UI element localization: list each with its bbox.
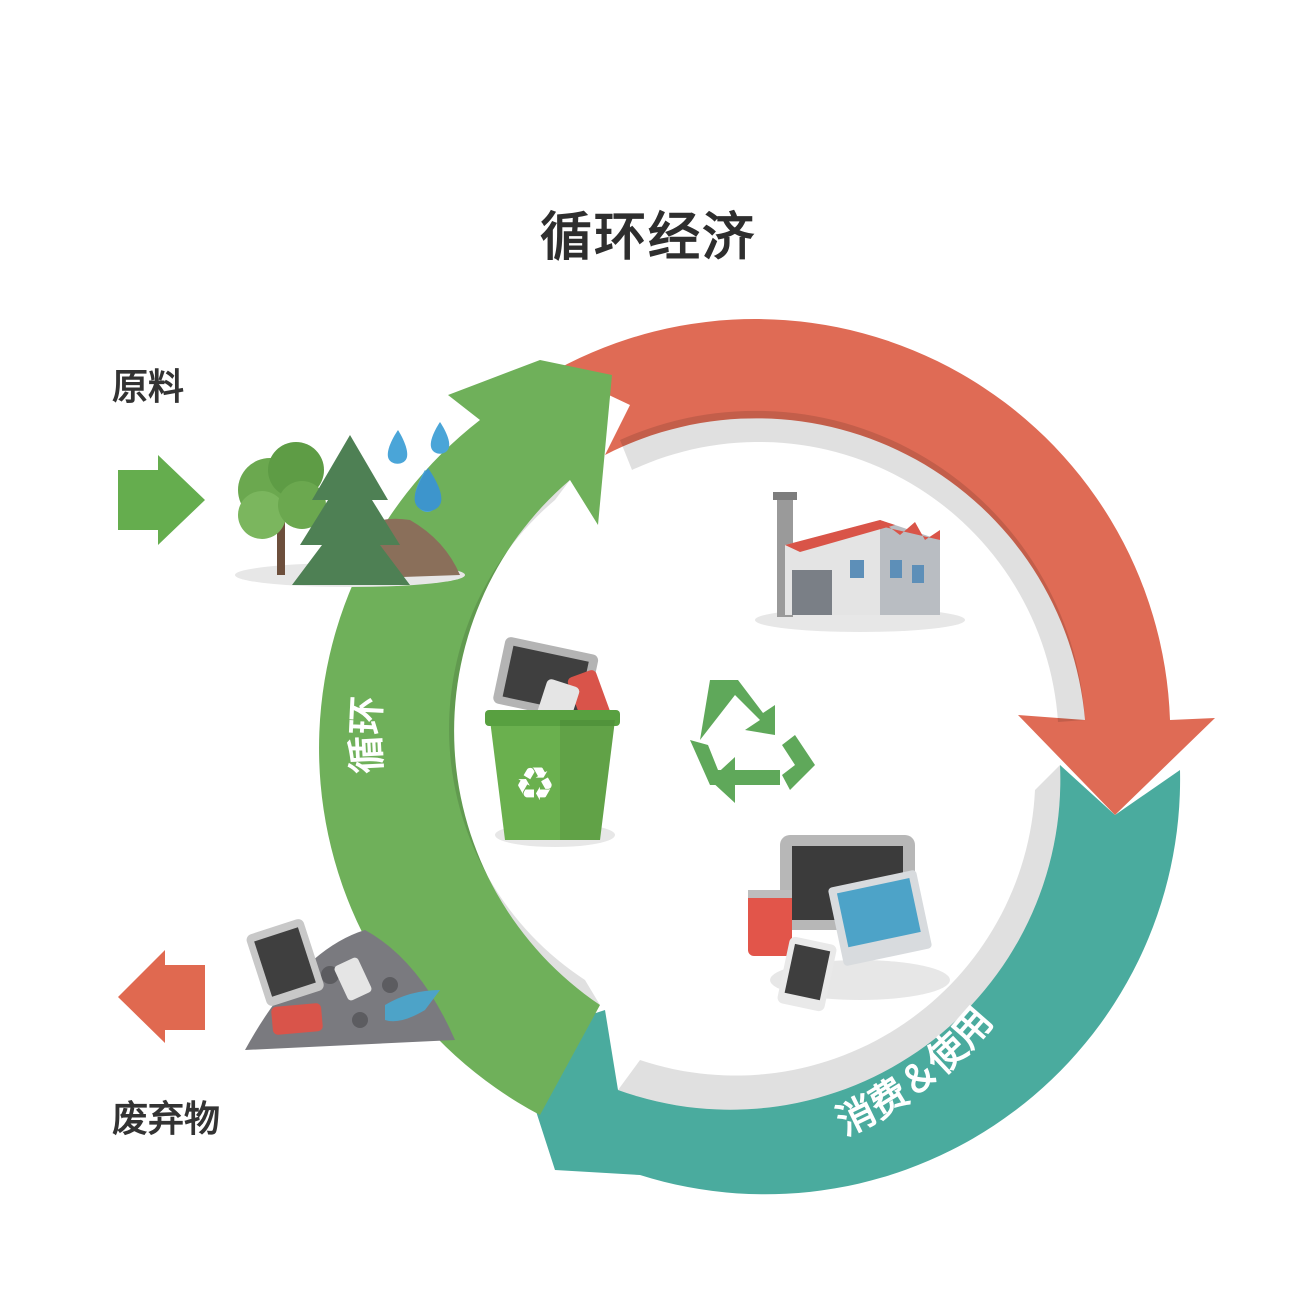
waste-output-arrow xyxy=(118,950,205,1043)
waste-label: 废弃物 xyxy=(112,1099,221,1140)
consumption-arrow xyxy=(513,765,1181,1195)
raw-materials-label: 原料 xyxy=(112,367,185,408)
manufacturing-arrow xyxy=(556,319,1215,815)
raw-input-arrow xyxy=(118,455,205,545)
page-title: 循环经济 xyxy=(539,208,756,268)
factory-icon xyxy=(755,492,965,632)
trees-and-water-drops-icon xyxy=(235,422,465,587)
recycling-bin-icon: ♻ xyxy=(485,637,620,847)
electronics-and-cans-icon xyxy=(748,835,950,1012)
consumption-arrow-body xyxy=(513,765,1181,1195)
manufacturing-arrow-body xyxy=(556,319,1215,815)
recycle-symbol-icon xyxy=(690,680,815,803)
landfill-icon xyxy=(245,919,455,1050)
svg-text:♻: ♻ xyxy=(514,757,555,811)
